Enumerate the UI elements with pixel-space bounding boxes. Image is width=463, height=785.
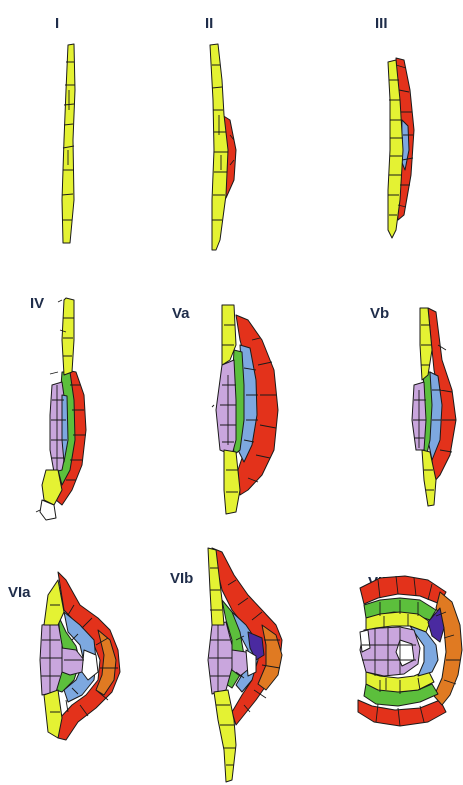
stage-label-iv: IV xyxy=(30,295,44,312)
stage-label-i: I xyxy=(55,15,59,32)
stage-iii-drawing xyxy=(388,58,414,238)
stage-label-ii: II xyxy=(205,15,213,32)
stage-vib-drawing xyxy=(208,548,282,782)
stage-via-drawing xyxy=(40,572,120,740)
stage-vii-drawing xyxy=(358,576,462,726)
stage-label-iii: III xyxy=(375,15,388,32)
stage-label-vib: VIb xyxy=(170,570,193,587)
stage-vb-drawing xyxy=(412,308,456,506)
stage-label-vb: Vb xyxy=(370,305,389,322)
stage-va-drawing xyxy=(212,305,278,514)
stage-ii-drawing xyxy=(210,44,236,250)
stage-label-via: VIa xyxy=(8,584,31,601)
stage-iv-drawing xyxy=(36,298,86,520)
stage-label-va: Va xyxy=(172,305,190,322)
stage-i-drawing xyxy=(62,44,75,243)
